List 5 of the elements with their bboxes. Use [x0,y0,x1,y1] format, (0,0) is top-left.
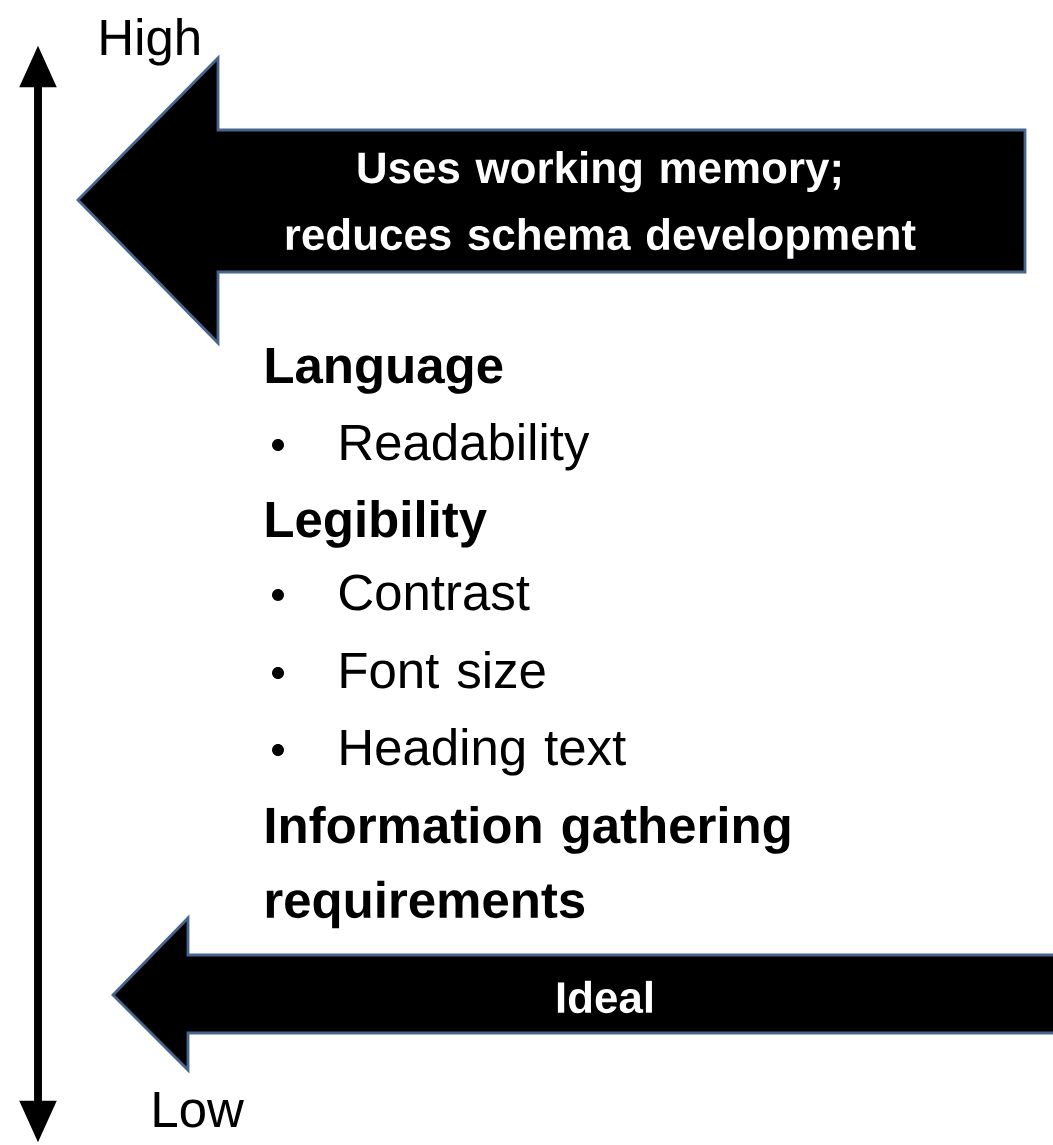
list-item: Font size [341,651,545,689]
list-item: Heading text [341,728,626,776]
list-item: Readability [341,423,590,471]
section-heading: Legibility [266,500,487,548]
list-item: Contrast [339,574,530,611]
